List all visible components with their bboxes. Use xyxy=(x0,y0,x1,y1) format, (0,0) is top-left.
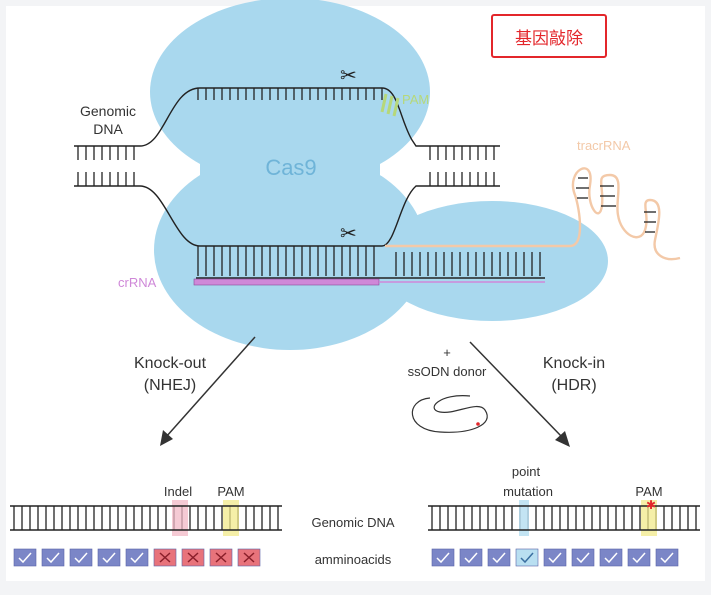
pam-left-label: PAM xyxy=(217,484,244,499)
crrna-bar xyxy=(193,278,380,286)
left-result-dna xyxy=(10,505,282,531)
check-icon xyxy=(46,552,60,564)
amino-acid-box xyxy=(487,548,511,567)
genomic-dna-row-label: Genomic DNA xyxy=(311,515,394,530)
pam-highlight-left xyxy=(223,500,239,536)
check-icon xyxy=(130,552,144,564)
cross-icon xyxy=(243,552,255,563)
amino-acid-box xyxy=(13,548,37,567)
genomic-dna-label-line1: Genomic xyxy=(80,103,136,119)
amino-acid-box xyxy=(125,548,149,567)
check-icon xyxy=(548,552,562,564)
amino-acid-box xyxy=(459,548,483,567)
gene-knockout-badge: 基因敲除 xyxy=(491,14,607,58)
check-icon xyxy=(74,552,88,564)
amino-acid-boxes xyxy=(13,548,679,567)
knockout-label: Knock-out xyxy=(134,355,207,372)
check-icon xyxy=(632,552,646,564)
cas9-label: Cas9 xyxy=(265,155,316,180)
tracrrna-strand xyxy=(385,167,681,261)
indel-highlight xyxy=(172,500,188,536)
mutation-label: mutation xyxy=(503,484,553,499)
donor-mutation-dot xyxy=(476,422,480,426)
check-icon xyxy=(436,552,450,564)
pam-highlight-right xyxy=(641,500,657,536)
knockin-label: Knock-in xyxy=(543,355,605,372)
cross-icon xyxy=(215,552,227,563)
amino-acid-row-label: amminoacids xyxy=(315,552,392,567)
right-result-dna xyxy=(428,505,700,531)
knockin-sublabel: (HDR) xyxy=(551,377,596,394)
tracrrna-label: tracrRNA xyxy=(577,138,631,153)
check-icon xyxy=(576,552,590,564)
pam-right-label: PAM xyxy=(635,484,662,499)
point-label: point xyxy=(512,464,541,479)
genomic-dna-label-line2: DNA xyxy=(93,121,123,137)
amino-acid-box xyxy=(599,548,623,567)
knockin-arrow xyxy=(469,341,570,447)
check-icon xyxy=(660,552,674,564)
pam-top-label: PAM xyxy=(402,92,429,107)
amino-acid-box xyxy=(97,548,121,567)
scissors-icon-bottom: ✂ xyxy=(340,223,357,245)
check-icon xyxy=(102,552,116,564)
point-mutation-highlight xyxy=(519,500,529,536)
check-icon xyxy=(492,552,506,564)
donor-plus: + xyxy=(443,345,451,360)
amino-acid-box xyxy=(431,548,455,567)
amino-acid-box xyxy=(69,548,93,567)
check-icon xyxy=(520,552,534,564)
check-icon xyxy=(18,552,32,564)
genomic-dna-strands xyxy=(74,87,545,279)
amino-acid-box xyxy=(543,548,567,567)
indel-label: Indel xyxy=(164,484,192,499)
check-icon xyxy=(604,552,618,564)
knockout-arrow xyxy=(160,336,256,446)
amino-acid-box xyxy=(655,548,679,567)
cross-icon xyxy=(187,552,199,563)
amino-acid-box xyxy=(41,548,65,567)
cross-icon xyxy=(159,552,171,563)
amino-acid-box xyxy=(515,548,539,567)
donor-label: ssODN donor xyxy=(408,364,487,379)
pam-marker xyxy=(380,93,400,117)
amino-acid-box xyxy=(571,548,595,567)
crrna-label: crRNA xyxy=(118,275,157,290)
ssodn-donor-strand xyxy=(411,395,488,433)
scissors-icon-top: ✂ xyxy=(340,65,357,87)
pam-mutation-star: ✱ xyxy=(646,498,656,512)
cas9-protein-blob xyxy=(150,0,608,350)
check-icon xyxy=(464,552,478,564)
amino-acid-box xyxy=(627,548,651,567)
tracrrna-rungs xyxy=(576,177,656,233)
knockout-sublabel: (NHEJ) xyxy=(144,377,196,394)
